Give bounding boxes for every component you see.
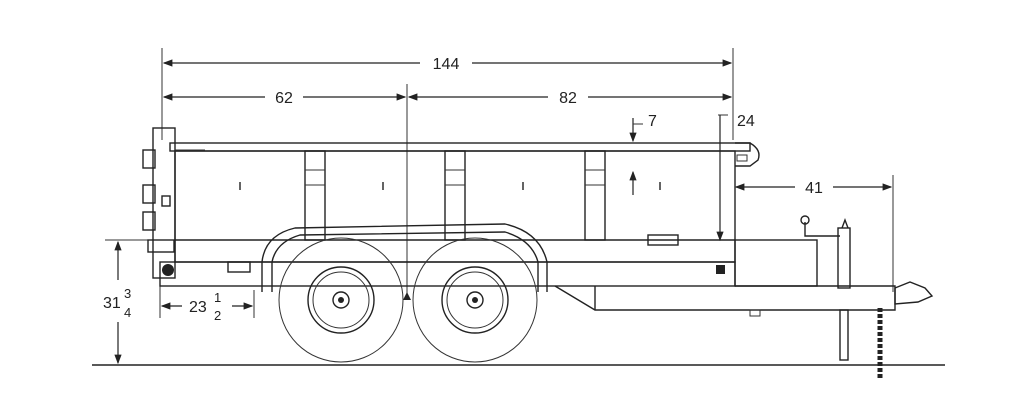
label-frac-den: 4 [124, 305, 131, 320]
label-7: 7 [648, 113, 657, 130]
dump-box [169, 142, 760, 274]
dim-overall-length: 144 [161, 48, 734, 140]
dim-rail-and-side: 7 24 [629, 113, 755, 242]
dim-deck-height: 31 3 4 [103, 239, 160, 365]
label-62: 62 [275, 90, 293, 107]
label-frac-num2: 1 [214, 290, 221, 305]
label-82: 82 [559, 90, 577, 107]
fender [261, 223, 548, 292]
label-31: 31 [103, 295, 121, 312]
label-frac-num: 3 [124, 286, 131, 301]
tailgate [142, 127, 205, 279]
dim-rear-overhang: 23 1 2 [159, 283, 255, 323]
label-41: 41 [805, 180, 823, 197]
label-24: 24 [737, 113, 755, 130]
dim-tongue: 41 [734, 175, 894, 292]
coupler [894, 281, 934, 305]
tongue-jack [800, 215, 851, 361]
frame [159, 239, 896, 317]
wheel-front [278, 237, 404, 363]
label-frac-den2: 2 [214, 308, 221, 323]
label-23: 23 [189, 299, 207, 316]
dim-sections: 62 82 [162, 84, 733, 300]
label-144: 144 [433, 56, 460, 73]
wheel-rear [412, 237, 538, 363]
